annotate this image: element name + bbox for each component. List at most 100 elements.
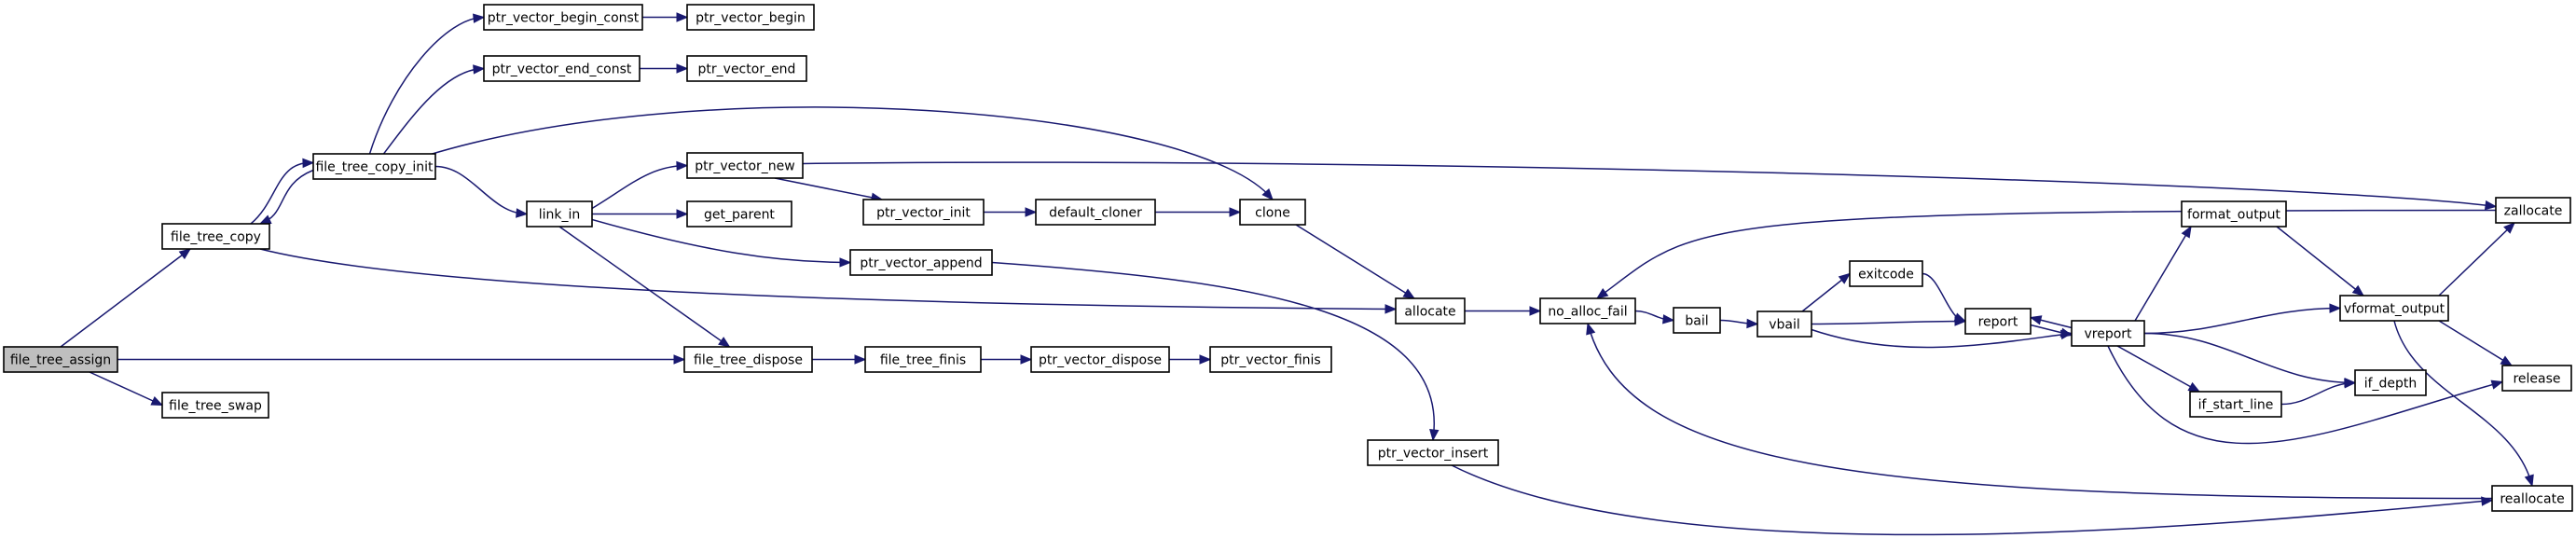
- node-box[interactable]: [2501, 365, 2572, 392]
- edge-exitcode-to-report: [1922, 272, 1967, 323]
- edge-arrowhead-icon: [2524, 474, 2534, 488]
- node-file_tree_swap[interactable]: file_tree_swap: [161, 392, 269, 419]
- node-box[interactable]: [2181, 200, 2287, 228]
- edge-vformat_output-to-zallocate: [2438, 222, 2515, 297]
- node-file_tree_copy[interactable]: file_tree_copy: [161, 223, 270, 250]
- node-reallocate[interactable]: reallocate: [2491, 485, 2573, 512]
- node-no_alloc_fail[interactable]: no_alloc_fail: [1539, 297, 1636, 324]
- node-bail[interactable]: bail: [1673, 307, 1721, 334]
- node-box[interactable]: [864, 346, 982, 373]
- node-if_start_line[interactable]: if_start_line: [2189, 391, 2282, 418]
- node-clone[interactable]: clone: [1239, 199, 1306, 226]
- node-vformat_output[interactable]: vformat_output: [2339, 295, 2449, 322]
- node-box[interactable]: [1035, 199, 1156, 226]
- node-box[interactable]: [1673, 307, 1721, 334]
- edge-arrowhead-icon: [2187, 381, 2201, 393]
- node-allocate[interactable]: allocate: [1395, 297, 1466, 324]
- node-format_output[interactable]: format_output: [2181, 200, 2287, 228]
- node-ptr_vector_end[interactable]: ptr_vector_end: [686, 55, 807, 82]
- node-box[interactable]: [2354, 369, 2427, 396]
- node-exitcode[interactable]: exitcode: [1849, 260, 1923, 287]
- node-label: default_cloner: [1049, 206, 1142, 221]
- node-link_in[interactable]: link_in: [526, 200, 593, 228]
- node-box[interactable]: [2189, 391, 2282, 418]
- node-box[interactable]: [483, 4, 643, 31]
- node-box[interactable]: [526, 200, 593, 228]
- edge-line: [591, 218, 851, 264]
- node-label: bail: [1685, 314, 1708, 329]
- node-box[interactable]: [483, 55, 641, 82]
- node-file_tree_dispose[interactable]: file_tree_dispose: [683, 346, 813, 373]
- node-box[interactable]: [2495, 197, 2571, 224]
- node-label: zallocate: [2504, 204, 2563, 219]
- node-label: format_output: [2187, 208, 2280, 223]
- node-box[interactable]: [686, 200, 792, 228]
- node-box[interactable]: [161, 223, 270, 250]
- node-ptr_vector_begin[interactable]: ptr_vector_begin: [686, 4, 815, 31]
- node-box[interactable]: [686, 55, 807, 82]
- node-box[interactable]: [3, 346, 118, 373]
- edge-vbail-to-report: [1811, 316, 1967, 326]
- edge-arrowhead-icon: [2481, 496, 2494, 506]
- edge-vreport-to-if_start_line: [2116, 345, 2201, 393]
- node-box[interactable]: [1849, 260, 1923, 287]
- node-box[interactable]: [1030, 346, 1170, 373]
- edge-file_tree_copy_init-to-file_tree_copy: [258, 169, 314, 225]
- node-label: ptr_vector_insert: [1378, 447, 1489, 462]
- node-label: if_depth: [2364, 377, 2418, 392]
- node-box[interactable]: [2071, 320, 2145, 347]
- node-box[interactable]: [1239, 199, 1306, 226]
- node-file_tree_assign[interactable]: file_tree_assign: [3, 346, 118, 373]
- edge-arrowhead-icon: [1662, 314, 1675, 324]
- edge-line: [1587, 323, 2493, 500]
- node-zallocate[interactable]: zallocate: [2495, 197, 2571, 224]
- node-ptr_vector_new[interactable]: ptr_vector_new: [686, 152, 804, 179]
- node-box[interactable]: [161, 392, 269, 419]
- node-label: if_start_line: [2198, 398, 2274, 413]
- edge-arrowhead-icon: [1953, 312, 1967, 323]
- node-box[interactable]: [2339, 295, 2449, 322]
- node-box[interactable]: [683, 346, 813, 373]
- edge-arrowhead-icon: [473, 13, 486, 23]
- node-box[interactable]: [1964, 308, 2032, 335]
- node-vreport[interactable]: vreport: [2071, 320, 2145, 347]
- node-get_parent[interactable]: get_parent: [686, 200, 792, 228]
- edge-line: [2280, 381, 2356, 406]
- node-box[interactable]: [849, 249, 993, 276]
- node-if_depth[interactable]: if_depth: [2354, 369, 2427, 396]
- node-box[interactable]: [1367, 439, 1499, 466]
- node-box[interactable]: [686, 152, 804, 179]
- edge-ptr_vector_init-to-default_cloner: [983, 207, 1038, 217]
- edge-vbail-to-vreport: [1811, 328, 2073, 349]
- node-release[interactable]: release: [2501, 365, 2572, 392]
- edge-ptr_vector_dispose-to-ptr_vector_finis: [1168, 354, 1212, 365]
- node-box[interactable]: [1539, 297, 1636, 324]
- edge-no_alloc_fail-to-bail: [1634, 310, 1675, 324]
- node-box[interactable]: [862, 199, 985, 226]
- node-label: link_in: [539, 208, 581, 223]
- edge-arrowhead-icon: [2181, 225, 2192, 239]
- node-box[interactable]: [312, 153, 436, 180]
- node-file_tree_copy_init[interactable]: file_tree_copy_init: [312, 153, 436, 180]
- node-ptr_vector_begin_const[interactable]: ptr_vector_begin_const: [483, 4, 643, 31]
- node-report[interactable]: report: [1964, 308, 2032, 335]
- node-ptr_vector_insert[interactable]: ptr_vector_insert: [1367, 439, 1499, 466]
- node-file_tree_finis[interactable]: file_tree_finis: [864, 346, 982, 373]
- edge-line: [2116, 345, 2200, 393]
- node-box[interactable]: [1756, 310, 1812, 338]
- node-box[interactable]: [2491, 485, 2573, 512]
- node-box[interactable]: [1395, 297, 1466, 324]
- edge-ptr_vector_begin_const-to-ptr_vector_begin: [642, 12, 689, 22]
- node-ptr_vector_append[interactable]: ptr_vector_append: [849, 249, 993, 276]
- node-ptr_vector_end_const[interactable]: ptr_vector_end_const: [483, 55, 641, 82]
- node-vbail[interactable]: vbail: [1756, 310, 1812, 338]
- node-box[interactable]: [1209, 346, 1332, 373]
- node-box[interactable]: [686, 4, 815, 31]
- node-ptr_vector_finis[interactable]: ptr_vector_finis: [1209, 346, 1332, 373]
- node-default_cloner[interactable]: default_cloner: [1035, 199, 1156, 226]
- edge-arrowhead-icon: [2344, 378, 2357, 389]
- node-ptr_vector_init[interactable]: ptr_vector_init: [862, 199, 985, 226]
- node-ptr_vector_dispose[interactable]: ptr_vector_dispose: [1030, 346, 1170, 373]
- node-label: ptr_vector_finis: [1220, 353, 1320, 368]
